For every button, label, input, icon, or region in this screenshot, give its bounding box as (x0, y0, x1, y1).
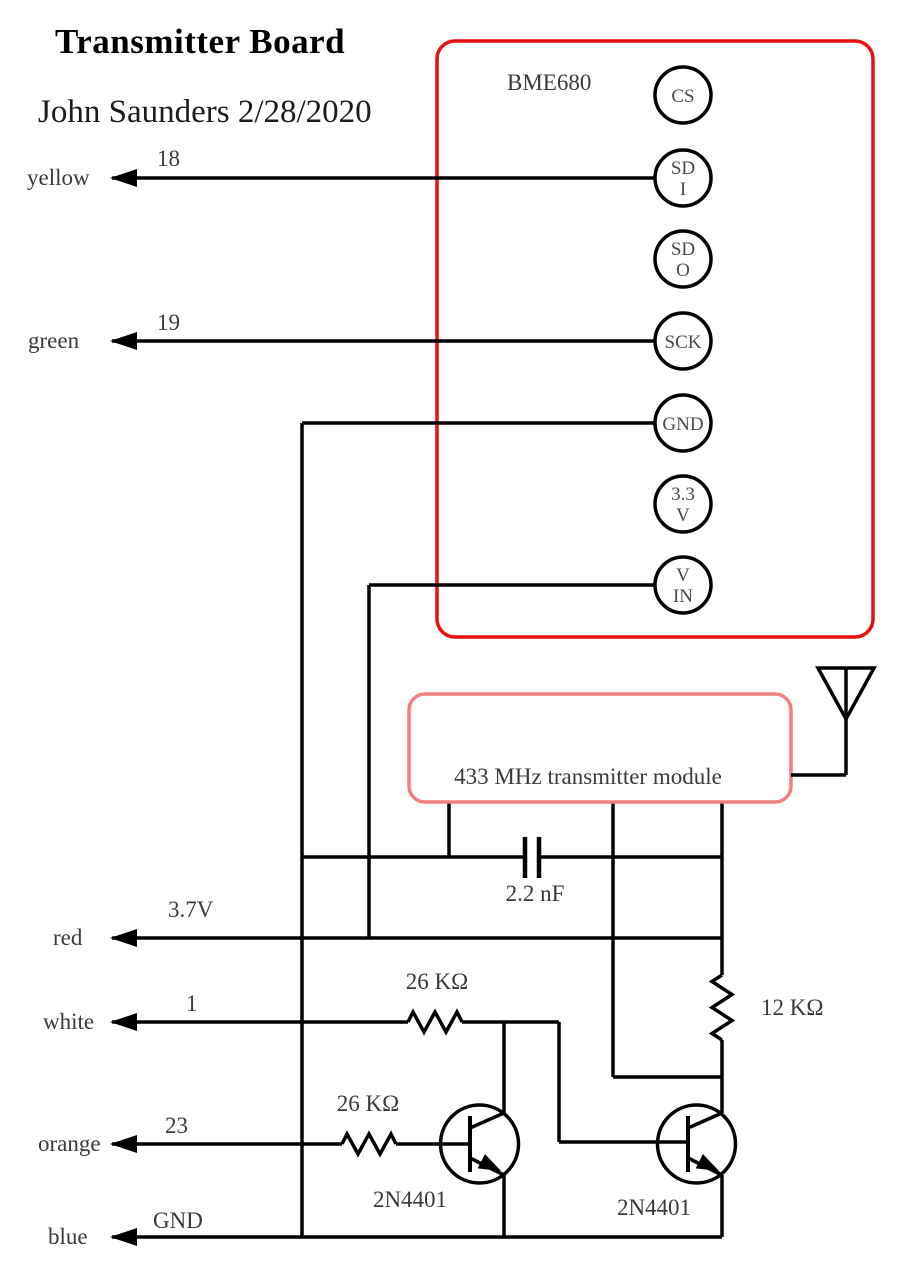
transistor-right: 2N4401 (617, 1103, 738, 1220)
blue-arrowhead-icon (110, 1228, 137, 1246)
orange-wire-tag: 23 (165, 1113, 188, 1138)
pin-sdi-label-line1: SD (671, 158, 695, 179)
pin-sck (653, 311, 713, 371)
yellow-wire-tag: 18 (157, 146, 180, 171)
bme680-module: BME680 (435, 39, 875, 639)
white-wire-tag: 1 (186, 991, 198, 1016)
pin-sdi (653, 148, 713, 208)
red-arrowhead-icon (110, 929, 137, 947)
pin-sdi-label-line2: I (680, 179, 686, 200)
antenna-icon (791, 666, 877, 777)
green-wire-tag: 19 (157, 310, 180, 335)
bme680-label: BME680 (507, 70, 591, 95)
transmitter-box (407, 692, 793, 804)
resistor-26k-top-zigzag (406, 1008, 464, 1036)
orange-wire-label: orange (38, 1131, 101, 1156)
pin-cs (653, 65, 713, 125)
yellow-arrowhead-icon (110, 169, 137, 187)
breakout-wires (110, 169, 722, 1246)
pin-sck-label: SCK (665, 332, 702, 353)
capacitor-value: 2.2 nF (506, 881, 565, 906)
transmitter-module: 433 MHz transmitter module (407, 692, 793, 804)
resistor-26k-bottom: 26 KΩ (337, 1091, 399, 1158)
pin-sdo (653, 229, 713, 289)
resistor-26k-top-value: 26 KΩ (406, 969, 468, 994)
bme680-pins: CS SD I SD O SCK GND 3.3 V V IN (653, 65, 713, 615)
resistor-26k-top: 26 KΩ (406, 969, 468, 1036)
resistor-26k-bottom-value: 26 KΩ (337, 1091, 399, 1116)
transistor-right-emitter-arrow-icon (695, 1154, 719, 1171)
transmitter-label: 433 MHz transmitter module (454, 764, 722, 789)
white-arrowhead-icon (110, 1013, 137, 1031)
pin-sdo-label-line2: O (676, 260, 690, 281)
pin-gnd (653, 393, 713, 453)
pin-3v3 (653, 474, 713, 534)
resistor-12k-value: 12 KΩ (761, 995, 823, 1020)
transistor-left: 2N4401 (373, 1103, 521, 1212)
pin-sdo-label-line1: SD (671, 239, 695, 260)
transistor-left-value: 2N4401 (373, 1187, 447, 1212)
pin-3v3-label-line1: 3.3 (671, 484, 695, 505)
pin-vin-label-line1: V (676, 565, 690, 586)
bme680-box (435, 39, 875, 639)
red-wire-label: red (53, 925, 83, 950)
transistor-right-collector-diag (687, 1111, 723, 1130)
transistor-left-emitter-arrow-icon (477, 1154, 501, 1171)
white-wire-label: white (43, 1009, 94, 1034)
pin-vin (653, 555, 713, 615)
pin-cs-label: CS (671, 86, 694, 107)
resistor-26k-bottom-zigzag (340, 1130, 398, 1158)
transistor-right-circle (655, 1103, 738, 1185)
transistor-left-circle (438, 1103, 521, 1185)
interconnect-wires (300, 421, 724, 1237)
antenna-triangle (815, 666, 877, 723)
resistor-12k: 12 KΩ (708, 973, 823, 1042)
transistor-right-value: 2N4401 (617, 1195, 691, 1220)
page-title: Transmitter Board (55, 22, 345, 61)
resistor-12k-zigzag (708, 973, 736, 1042)
blue-wire-label: blue (48, 1224, 88, 1249)
red-wire-tag: 3.7V (168, 897, 214, 922)
orange-arrowhead-icon (110, 1135, 137, 1153)
page-author: John Saunders 2/28/2020 (38, 94, 372, 130)
transistor-left-collector-diag (469, 1111, 505, 1130)
pin-3v3-label-line2: V (676, 505, 690, 526)
pin-gnd-label: GND (662, 414, 703, 435)
green-arrowhead-icon (110, 332, 137, 350)
yellow-wire-label: yellow (27, 165, 90, 190)
blue-wire-tag: GND (153, 1208, 203, 1233)
pin-vin-label-line2: IN (673, 586, 693, 607)
green-wire-label: green (28, 328, 80, 353)
capacitor: 2.2 nF (506, 837, 565, 906)
